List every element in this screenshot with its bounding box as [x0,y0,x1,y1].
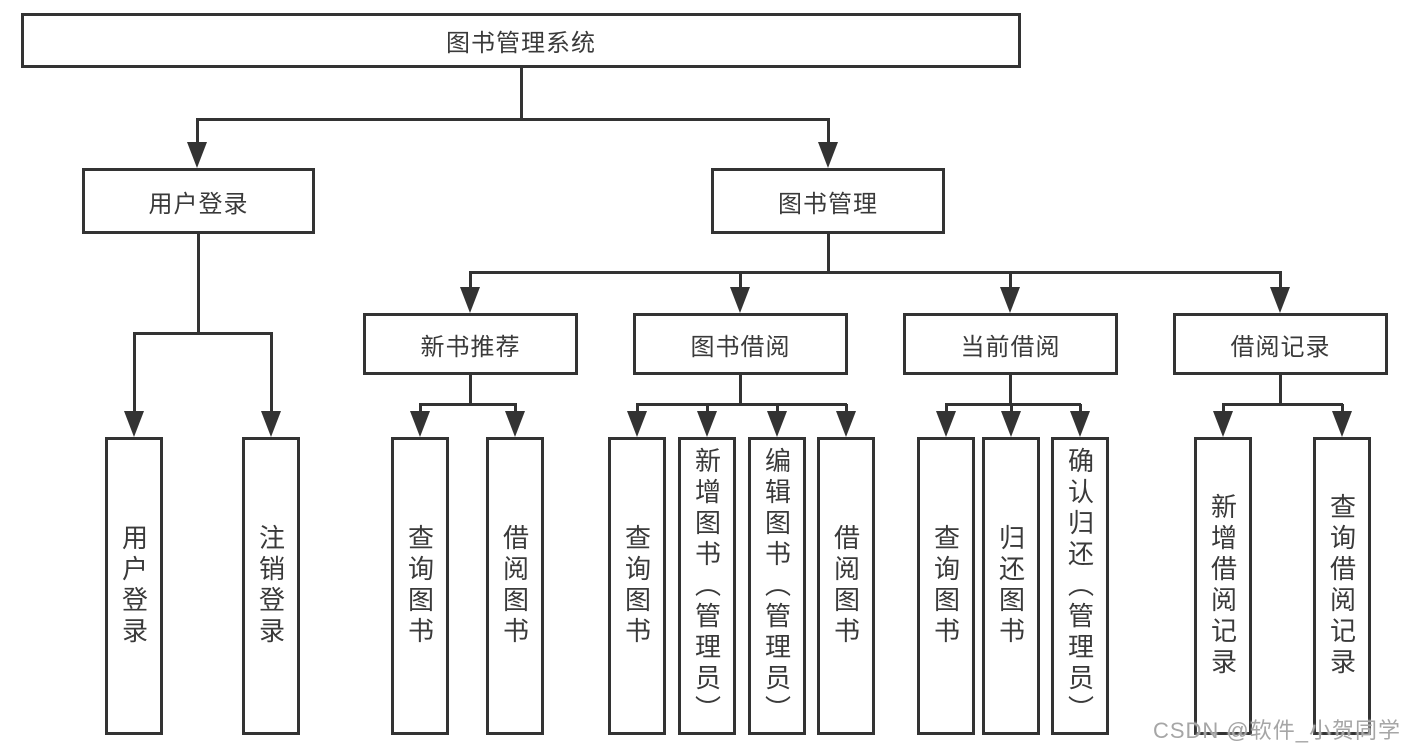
arrow-down-icon [627,411,647,437]
leaf-label: 注销登录 [255,524,286,648]
leaf-user-login: 用户登录 [105,437,163,735]
arrow-down-icon [1332,411,1352,437]
node-library-management-system: 图书管理系统 [21,13,1021,68]
arrow-down-icon [767,411,787,437]
leaf-query-books-recommend: 查询图书 [391,437,449,735]
connector-line [270,333,273,413]
arrow-down-icon [505,411,525,437]
connector-line [739,375,742,405]
arrow-down-icon [261,411,281,437]
arrow-down-icon [410,411,430,437]
leaf-logout: 注销登录 [242,437,300,735]
leaf-label: 新增借阅记录 [1207,493,1238,679]
connector-line [196,118,199,148]
arrow-down-icon [187,142,207,168]
leaf-borrow-books-recommend: 借阅图书 [486,437,544,735]
leaf-return-book: 归还图书 [982,437,1040,735]
arrow-down-icon [836,411,856,437]
leaf-query-books-current: 查询图书 [917,437,975,735]
arrow-down-icon [1001,411,1021,437]
leaf-query-borrow-record: 查询借阅记录 [1313,437,1371,735]
connector-line [1010,404,1013,416]
arrow-down-icon [936,411,956,437]
connector-line [739,272,742,290]
leaf-label: 归还图书 [995,524,1026,648]
arrow-down-icon [124,411,144,437]
node-label: 借阅记录 [1230,333,1331,361]
leaf-edit-book-admin: 编辑图书（管理员） [748,437,806,735]
connector-line [827,118,830,148]
leaf-confirm-return-admin: 确认归还（管理员） [1051,437,1109,735]
connector-line [197,234,200,334]
node-label: 图书管理系统 [446,30,596,57]
connector-line [469,375,472,405]
arrow-down-icon [697,411,717,437]
connector-line [827,234,830,274]
node-label: 用户登录 [148,190,249,218]
node-new-book-recommendation: 新书推荐 [363,313,578,375]
csdn-watermark: CSDN @软件_小贺同学 [1152,718,1401,743]
connector-line [1009,272,1012,290]
node-book-management: 图书管理 [711,168,945,234]
connector-line [706,404,709,416]
connector-line [469,271,1282,274]
leaf-query-books-borrowing: 查询图书 [608,437,666,735]
leaf-label: 查询图书 [930,524,961,648]
connector-line [419,403,517,406]
connector-line [133,332,273,335]
arrow-down-icon [1213,411,1233,437]
leaf-label: 借阅图书 [499,524,530,648]
connector-line [1079,404,1082,416]
connector-line [1279,272,1282,290]
leaf-label: 查询借阅记录 [1326,493,1357,679]
connector-line [1279,375,1282,405]
arrow-down-icon [730,287,750,313]
leaf-label: 编辑图书（管理员） [761,446,792,726]
arrow-down-icon [1270,287,1290,313]
connector-line [469,272,472,290]
leaf-label: 确认归还（管理员） [1064,446,1095,726]
node-borrowing-records: 借阅记录 [1173,313,1388,375]
leaf-label: 用户登录 [118,524,149,648]
node-user-login: 用户登录 [82,168,315,234]
connector-line [945,403,1081,406]
leaf-add-book-admin: 新增图书（管理员） [678,437,736,735]
arrow-down-icon [818,142,838,168]
connector-line [419,404,422,416]
node-book-borrowing: 图书借阅 [633,313,848,375]
connector-line [845,404,848,416]
connector-line [133,333,136,413]
node-current-borrowing: 当前借阅 [903,313,1118,375]
arrow-down-icon [1070,411,1090,437]
leaf-borrow-books-borrowing: 借阅图书 [817,437,875,735]
connector-line [1009,375,1012,405]
connector-line [514,404,517,416]
connector-line [945,404,948,416]
leaf-add-borrow-record: 新增借阅记录 [1194,437,1252,735]
leaf-label: 查询图书 [621,524,652,648]
node-label: 图书管理 [778,190,878,218]
connector-line [776,404,779,416]
node-label: 图书借阅 [690,333,791,361]
connector-line [1222,403,1343,406]
connector-line [636,403,847,406]
connector-line [1222,404,1225,416]
arrow-down-icon [460,287,480,313]
node-label: 当前借阅 [960,333,1061,361]
arrow-down-icon [1000,287,1020,313]
leaf-label: 借阅图书 [830,524,861,648]
leaf-label: 查询图书 [404,524,435,648]
connector-line [1341,404,1344,416]
leaf-label: 新增图书（管理员） [691,446,722,726]
node-label: 新书推荐 [420,333,521,361]
connector-line [520,68,523,118]
connector-line [196,118,830,121]
connector-line [636,404,639,416]
